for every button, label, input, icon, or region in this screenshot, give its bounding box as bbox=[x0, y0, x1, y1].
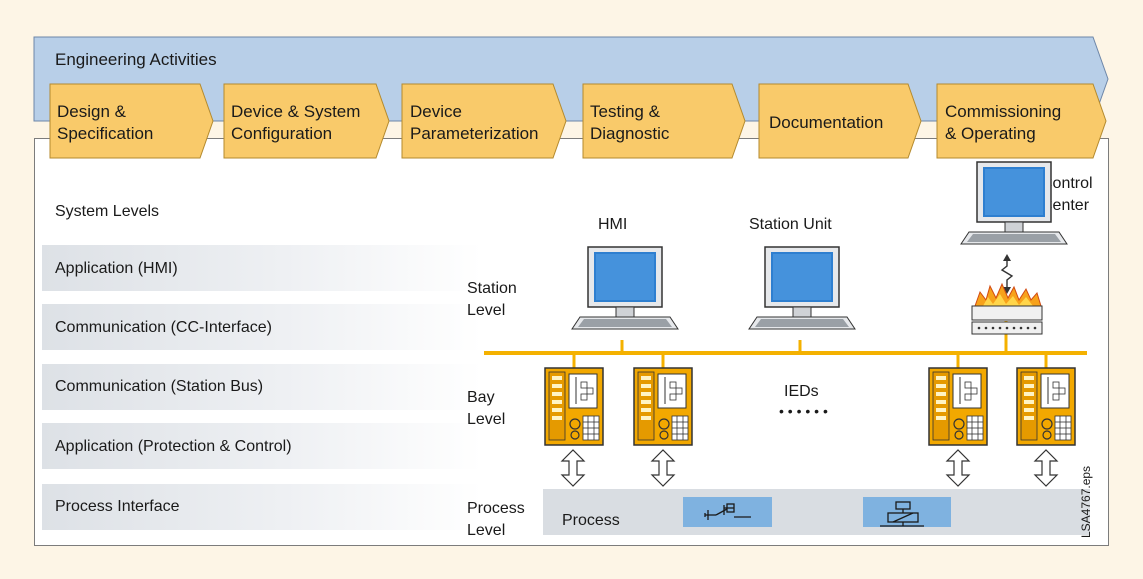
level-label-station-bus: Communication (Station Bus) bbox=[55, 378, 264, 395]
control-center-computer bbox=[960, 161, 1068, 245]
file-tag: LSA4767.eps bbox=[1079, 465, 1093, 538]
process-arrow-2 bbox=[651, 449, 675, 487]
step-label-testing: Testing & Diagnostic bbox=[590, 102, 670, 143]
process-band bbox=[543, 489, 1090, 535]
ieds-label: IEDs bbox=[784, 383, 819, 400]
step-chevron-1 bbox=[49, 83, 214, 159]
process-label: Process bbox=[562, 512, 620, 529]
level-band-cc-interface bbox=[42, 304, 482, 350]
step-label-parameterization: Device Parameterization bbox=[410, 102, 539, 143]
ied-ellipsis: • • • • • • bbox=[779, 403, 828, 419]
bay-level-label: Bay Level bbox=[467, 389, 506, 428]
step-chevron-5 bbox=[758, 83, 922, 159]
process-level-label: Process Level bbox=[467, 500, 525, 539]
level-band-application-hmi bbox=[42, 245, 482, 291]
process-arrow-3 bbox=[946, 449, 970, 487]
step-label-configuration: Device & System Configuration bbox=[231, 102, 361, 143]
link-icon bbox=[1000, 258, 1014, 290]
step-label-commissioning: Commissioning & Operating bbox=[945, 102, 1062, 143]
process-arrow-4 bbox=[1034, 449, 1058, 487]
level-band-process-interface bbox=[42, 484, 482, 530]
system-levels-heading: System Levels bbox=[55, 203, 160, 220]
step-chevron-3 bbox=[401, 83, 567, 159]
process-arrow-1 bbox=[561, 449, 585, 487]
ied-device-2 bbox=[633, 367, 693, 446]
step-label-documentation: Documentation bbox=[769, 113, 884, 132]
control-center-label: Control Center bbox=[1041, 175, 1093, 214]
hmi-label: HMI bbox=[598, 216, 628, 233]
step-label-design: Design & Specification bbox=[57, 102, 154, 143]
station-unit-label: Station Unit bbox=[749, 216, 832, 233]
station-level-label: Station Level bbox=[467, 280, 517, 319]
station-unit-computer bbox=[748, 246, 856, 330]
level-band-protection-control bbox=[42, 423, 482, 469]
step-chevron-4 bbox=[582, 83, 746, 159]
level-label-process-interface: Process Interface bbox=[55, 498, 180, 515]
level-label-protection-control: Application (Protection & Control) bbox=[55, 438, 292, 455]
firewall-icon bbox=[971, 282, 1043, 335]
ied-device-3 bbox=[928, 367, 988, 446]
ied-device-1 bbox=[544, 367, 604, 446]
ied-device-4 bbox=[1016, 367, 1076, 446]
level-label-cc-interface: Communication (CC-Interface) bbox=[55, 319, 272, 336]
step-chevron-6 bbox=[936, 83, 1107, 159]
breaker-symbol bbox=[880, 501, 924, 527]
disconnector-symbol bbox=[704, 503, 751, 520]
engineering-title: Engineering Activities bbox=[55, 50, 217, 69]
level-band-station-bus bbox=[42, 364, 482, 410]
level-label-application-hmi: Application (HMI) bbox=[55, 260, 178, 277]
hmi-computer bbox=[571, 246, 679, 330]
engineering-banner bbox=[33, 36, 1109, 159]
step-chevron-2 bbox=[223, 83, 390, 159]
